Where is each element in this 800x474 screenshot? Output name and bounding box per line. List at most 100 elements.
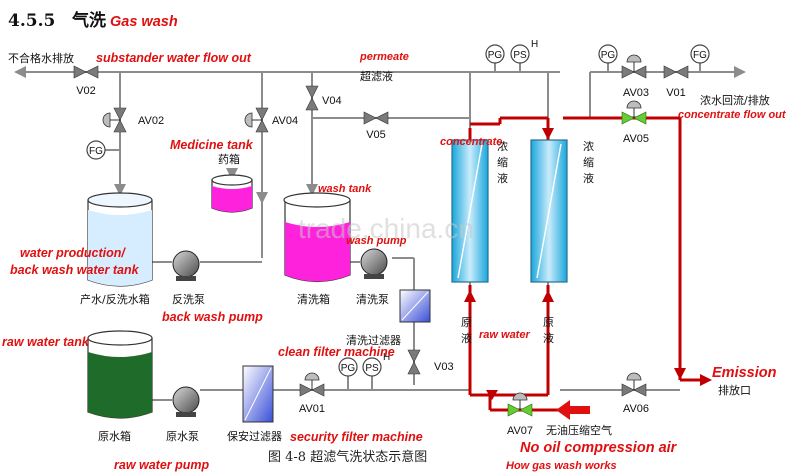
gauge-pg-top-label: PG [488,50,503,61]
tag-av04: AV04 [272,115,298,127]
label-concentrate-outlet-cn: 浓水回流/排放 [700,93,770,107]
gauge-fg-right-label: FG [693,50,707,61]
annotation-concentrate-en: concentrate [440,136,502,148]
label-wash-tank-cn: 清洗箱 [297,292,330,306]
tag-av05: AV05 [623,133,649,145]
label-raw-tank-cn: 原水箱 [98,429,131,443]
label-raw-pump-cn: 原水泵 [166,430,199,443]
annotation-emission-en: Emission [712,365,777,381]
wash-pump [360,248,388,279]
valve-av03 [621,54,647,79]
tag-v05: V05 [366,129,386,141]
label-air-cn: 无油压缩空气 [546,423,612,437]
gauge-ps-top-label: PS [513,50,527,61]
section-title-en: Gas wash [110,14,178,30]
tag-av01: AV01 [299,403,325,415]
annotation-security-filter-en: security filter machine [290,430,423,444]
concentrate-label-1a: 浓 [497,140,508,153]
annotation-raw-tank-en: raw water tank [2,335,90,349]
tag-v02: V02 [76,85,96,97]
wash-tank [283,192,351,283]
valve-v03 [407,349,421,375]
gauge-ps-bottom: PS H [362,352,390,377]
tag-av03: AV03 [623,87,649,99]
tag-av07: AV07 [507,425,533,437]
label-production-tank-cn: 产水/反洗水箱 [80,292,150,306]
tag-v03: V03 [434,361,454,373]
label-medicine-tank-cn: 药箱 [218,152,240,166]
uf-module-2 [530,139,568,283]
gas-wash-flow [464,116,712,420]
figure-caption-en: How gas wash works [506,460,617,472]
raw-water-tank [87,330,153,419]
annotation-concentrate-outlet-en: concentrate flow out [678,109,787,121]
raw-label-2a: 原 [543,316,554,329]
valve-av05 [621,100,647,125]
tag-v01: V01 [666,87,686,99]
backwash-pump [172,250,200,281]
tag-av06: AV06 [623,403,649,415]
concentrate-label-2b: 缩 [583,156,594,169]
valve-v01 [663,65,689,79]
raw-water-pump [172,386,200,417]
annotation-medicine-tank-en: Medicine tank [170,138,254,152]
annotation-wash-pump-en: wash pump [346,235,407,247]
concentrate-label-2a: 浓 [583,140,594,153]
valve-av02 [102,107,127,133]
valve-v05 [363,111,389,125]
flow-arrows [14,66,746,204]
gauge-ps-top-h: H [531,39,538,50]
raw-label-1a: 原 [461,316,472,329]
raw-label-2b: 液 [543,331,554,345]
gauge-ps-bottom-h: H [383,352,390,363]
gauge-pg-right-label: PG [601,50,616,61]
valve-v04 [305,85,319,111]
raw-label-1b: 液 [461,331,472,345]
concentrate-label-1c: 液 [497,171,508,185]
tag-av02: AV02 [138,115,164,127]
figure-caption-cn: 图 4-8 超滤气洗状态示意图 [268,449,427,465]
production-tank [87,192,153,287]
annotation-permeate-en: permeate [359,51,409,63]
valve-av04 [244,107,269,133]
gauge-ps-bottom-label: PS [365,363,379,374]
concentrate-label-2c: 液 [583,171,594,185]
concentrate-label-1b: 缩 [497,156,508,169]
uf-module-1 [451,139,489,283]
annotation-clean-filter-en: clean filter machine [278,345,395,359]
security-filter [242,365,274,423]
gauge-pg-top: PG [485,44,505,64]
gauge-ps-top: PS H [510,39,538,64]
gauge-pg-bottom-label: PG [341,363,356,374]
gauge-fg-right: FG [690,44,710,64]
gauge-pg-right: PG [598,44,618,64]
annotation-production-tank-en-1: water production/ [20,246,126,260]
gauge-fg-left-label: FG [89,146,103,157]
label-substandard-cn: 不合格水排放 [8,51,74,65]
section-number: 4.5.5 [8,11,55,31]
label-clean-filter-cn: 清洗过滤器 [346,334,401,347]
valve-v02 [73,65,99,79]
watermark: trade.china.cn [298,213,474,244]
annotation-backwash-pump-en: back wash pump [162,310,263,324]
annotation-air-en: No oil compression air [520,440,678,456]
annotation-production-tank-en-2: back wash water tank [10,263,140,277]
annotation-raw-pump-en: raw water pump [114,458,210,472]
label-security-filter-cn: 保安过滤器 [227,429,282,443]
label-backwash-pump-cn: 反洗泵 [172,293,205,306]
valve-av06 [621,372,647,397]
valve-av07 [507,392,533,417]
label-wash-pump-cn: 清洗泵 [356,293,389,306]
annotation-wash-tank-en: wash tank [318,183,372,195]
gauge-pg-bottom: PG [338,357,358,377]
clean-filter [399,289,431,323]
label-emission-cn: 排放口 [718,383,751,397]
label-permeate-cn: 超滤液 [360,69,393,83]
section-title-cn: 气洗 [71,10,106,31]
medicine-tank [211,174,253,213]
tag-v04: V04 [322,95,342,107]
annotation-raw-water-en: raw water [479,329,530,341]
annotation-substandard-en: substander water flow out [96,51,252,65]
gauge-fg-left: FG [86,140,106,160]
